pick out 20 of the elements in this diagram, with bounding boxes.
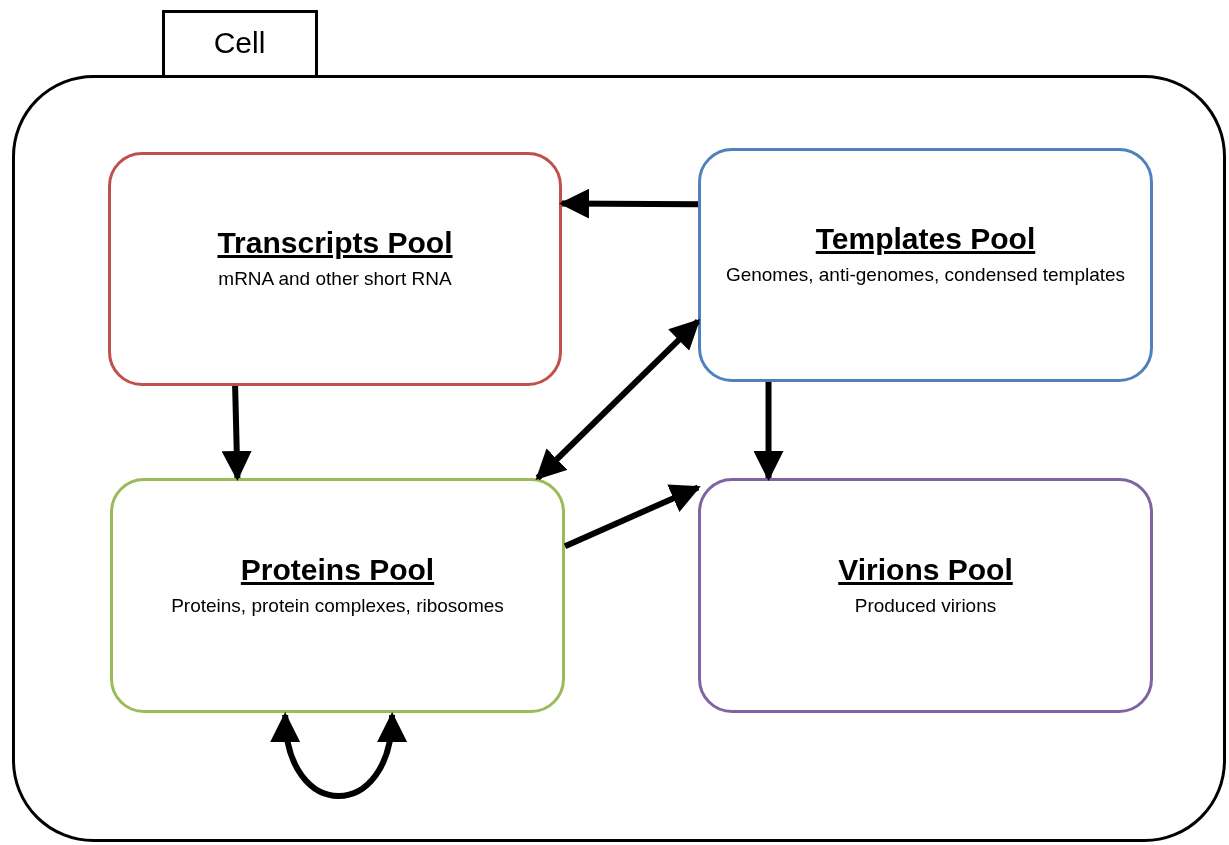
pool-box [110,478,565,713]
arrow [559,188,698,219]
pool-description: Proteins, protein complexes, ribosomes [171,593,504,618]
pool-box [698,478,1153,713]
arrow [272,712,405,799]
cell-container [12,10,1226,842]
pool-description: mRNA and other short RNA [218,267,452,292]
pool-box [698,148,1153,382]
pool-description: Genomes, anti-genomes, condensed templates [725,263,1126,288]
pool-title: Virions Pool [838,552,1013,587]
pool-title: Templates Pool [815,222,1036,257]
pool-title: Proteins Pool [240,552,435,587]
pool-box [108,152,562,386]
pool-description: Produced virions [854,593,997,618]
cell-label: Cell [212,24,267,61]
arrow [563,484,701,549]
arrow [753,382,784,481]
arrow [221,385,252,481]
pool-title: Transcripts Pool [217,226,453,261]
arrow [535,319,701,481]
